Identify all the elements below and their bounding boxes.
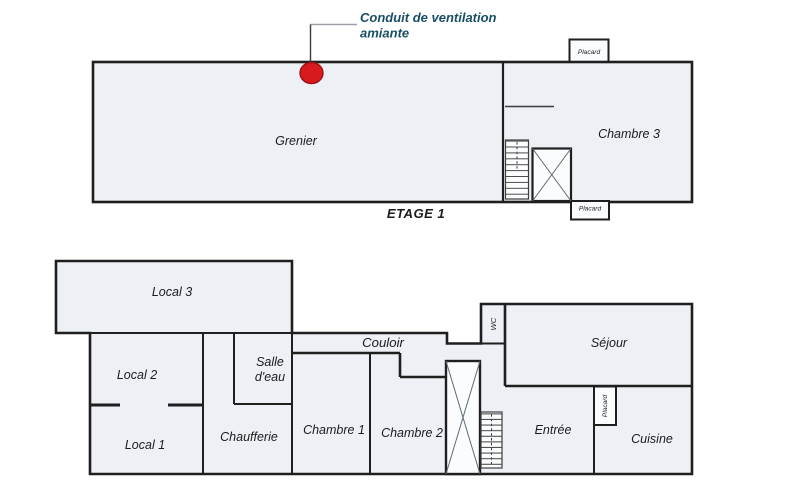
entree-label: Entrée [535, 423, 572, 437]
wc-label: WC [489, 317, 498, 330]
salle-eau-label-line1: Salle [256, 355, 284, 369]
chambre3-label: Chambre 3 [598, 127, 660, 141]
stair-void-upper-cross [532, 148, 572, 202]
closet-bottom-box [570, 200, 610, 221]
ventilation-duct-marker [299, 61, 324, 85]
closet-top-label: Placard [578, 49, 601, 56]
chambre2-label: Chambre 2 [381, 426, 443, 440]
local1-label: Local 1 [125, 438, 165, 452]
staircase-lower [480, 411, 503, 469]
chaufferie-label: Chaufferie [220, 430, 278, 444]
sejour-label: Séjour [591, 336, 628, 350]
closet-bottom-label: Placard [579, 206, 602, 213]
salle-eau-label-line2: d'eau [255, 370, 285, 384]
local3-label: Local 3 [152, 285, 192, 299]
placard-entree-label: Placard [602, 394, 609, 417]
stair-void-lower-cross [445, 360, 481, 475]
local2-label: Local 2 [117, 368, 157, 382]
lower-floor: Local 3 Local 2 Local 1 Chaufferie Salle… [54, 259, 694, 476]
annotation-line1: Conduit de ventilation [360, 10, 497, 25]
stair-void-lower [444, 359, 482, 476]
grenier-label: Grenier [275, 134, 318, 148]
staircase-upper-treads [504, 139, 530, 200]
thick-walls-lower [292, 304, 692, 388]
staircase-upper [504, 139, 530, 200]
upper-floor: Conduit de ventilation amiante Grenier C… [91, 10, 694, 221]
chambre1-label: Chambre 1 [303, 423, 365, 437]
couloir-label: Couloir [362, 335, 404, 350]
floor-title: ETAGE 1 [387, 206, 445, 221]
closet-entree-box [593, 385, 617, 426]
stair-void-upper [531, 147, 573, 203]
cuisine-label: Cuisine [631, 432, 673, 446]
annotation-line2: amiante [360, 26, 409, 41]
upper-floor-outline [91, 60, 694, 204]
